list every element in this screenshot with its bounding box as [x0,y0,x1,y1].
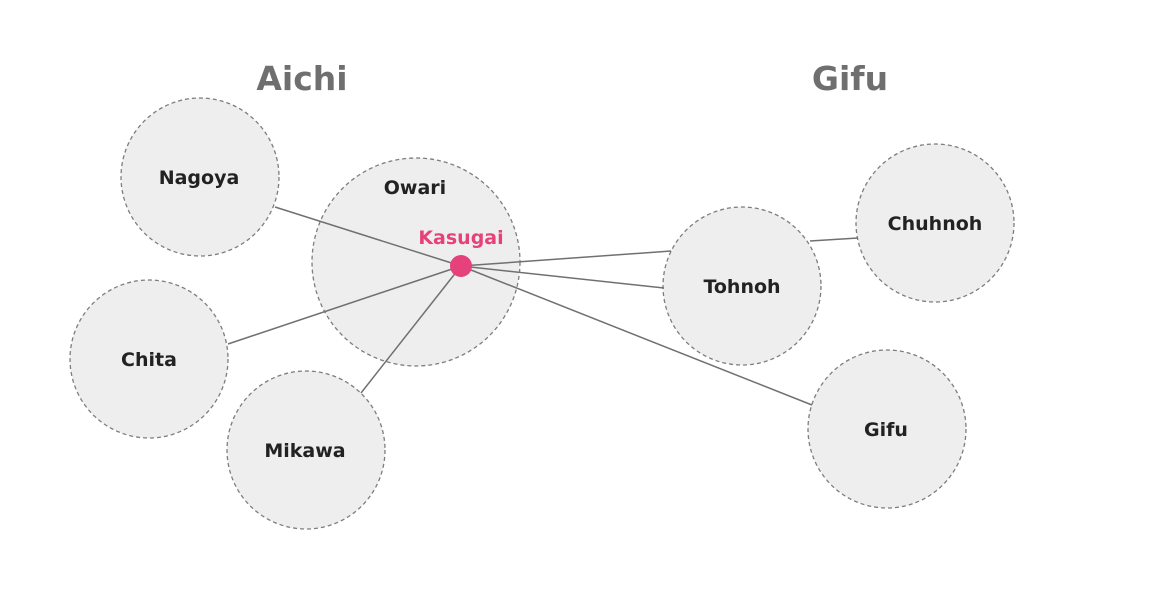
connection-kasugai-nagoya [274,206,462,267]
hub-kasugai-dot [450,255,472,277]
node-tohnoh-circle [662,206,822,366]
node-mikawa-circle [226,370,386,530]
connection-kasugai-chita [227,265,462,345]
connection-kasugai-tohnoh-lower [460,265,665,289]
node-gifu-circle [807,349,967,509]
region-title-aichi: Aichi [256,59,347,98]
region-title-gifu: Gifu [812,59,888,98]
node-chuhnoh-circle [855,143,1015,303]
hub-kasugai-label: Kasugai [418,227,503,249]
node-chita-circle [69,279,229,439]
node-gifu-label: Gifu [864,419,908,441]
connection-kasugai-tohnoh-upper [460,250,672,267]
node-tohnoh-label: Tohnoh [703,276,780,298]
node-owari-label: Owari [384,177,446,199]
node-gifu [807,349,967,509]
node-nagoya-circle [120,97,280,257]
connection-tohnoh-chuhnoh [809,237,859,242]
node-nagoya-label: Nagoya [159,167,240,189]
node-nagoya [120,97,280,257]
connection-kasugai-gifu [460,265,813,406]
node-tohnoh [662,206,822,366]
connection-kasugai-mikawa [360,265,462,394]
node-mikawa [226,370,386,530]
node-chita-label: Chita [121,349,177,371]
node-chuhnoh-label: Chuhnoh [888,213,983,235]
node-chuhnoh [855,143,1015,303]
node-mikawa-label: Mikawa [264,440,345,462]
node-chita [69,279,229,439]
